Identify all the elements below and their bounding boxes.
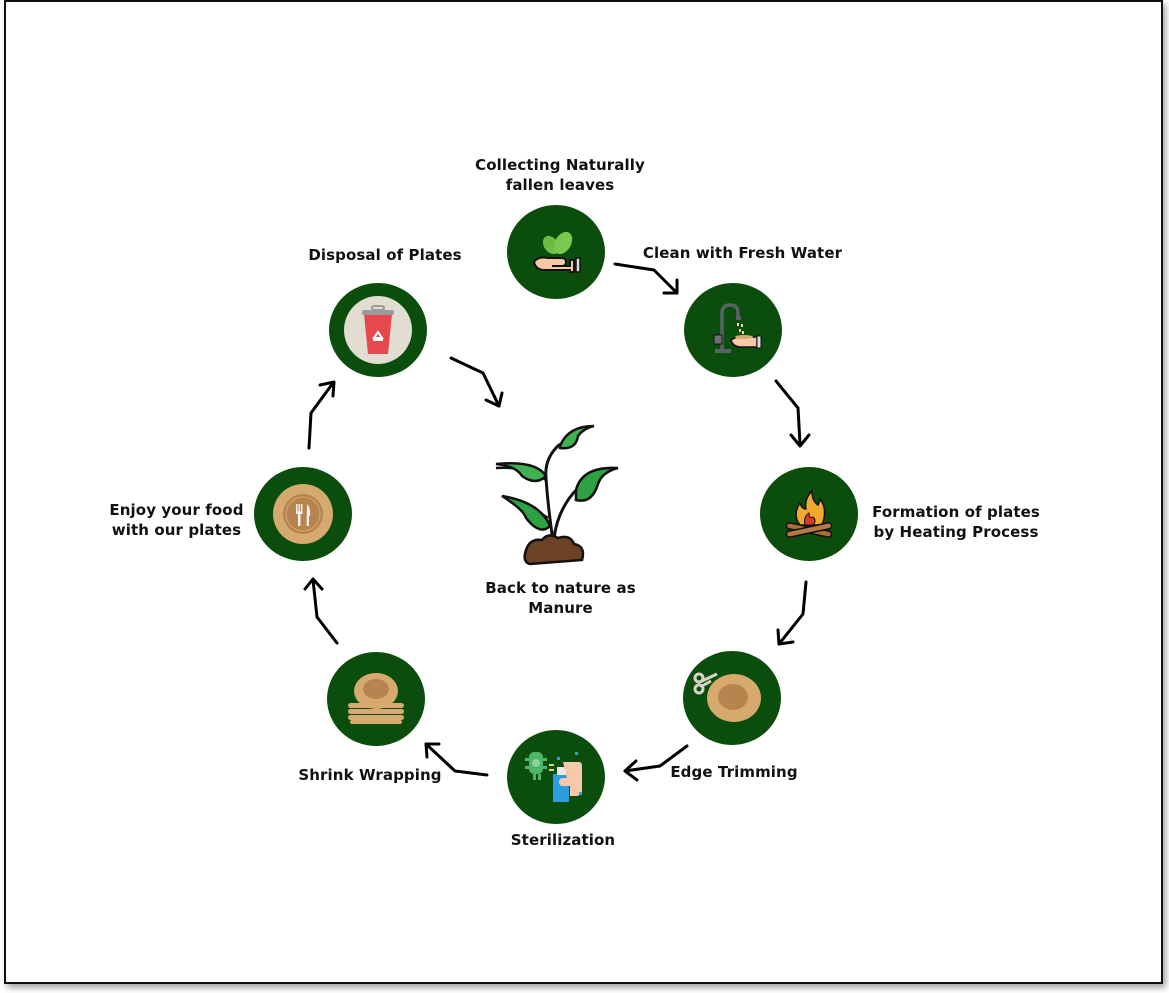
step-node-wrap [327,652,425,746]
sapling-icon [495,424,619,566]
step-label-collect: Collecting Naturally fallen leaves [475,156,645,194]
plate-stack-icon [348,673,404,724]
step-label-sterilize: Sterilization [510,831,616,849]
scissors-plate-icon [693,672,761,722]
hand-leaves-icon [532,231,581,273]
recycle-bin-icon [344,296,412,364]
step-node-enjoy [254,467,352,561]
step-node-heat [760,467,858,561]
plate-cutlery-icon [273,484,333,544]
step-label-trim: Edge Trimming [670,763,798,781]
step-node-trim [683,651,781,745]
step-node-clean [684,283,782,377]
step-label-wrap: Shrink Wrapping [298,766,442,784]
step-label-heat: Formation of plates by Heating Process [872,503,1040,541]
step-label-enjoy: Enjoy your food with our plates [109,501,244,539]
campfire-icon [785,489,833,538]
center-label: Back to nature as Manure [485,579,636,617]
disinfectant-spray-icon [525,752,582,802]
step-node-collect [507,205,605,299]
step-label-dispose: Disposal of Plates [308,246,462,264]
tap-washing-hand-icon [713,303,762,353]
step-node-dispose [329,283,427,377]
step-node-sterilize [507,730,605,824]
step-label-clean: Clean with Fresh Water [642,244,843,262]
